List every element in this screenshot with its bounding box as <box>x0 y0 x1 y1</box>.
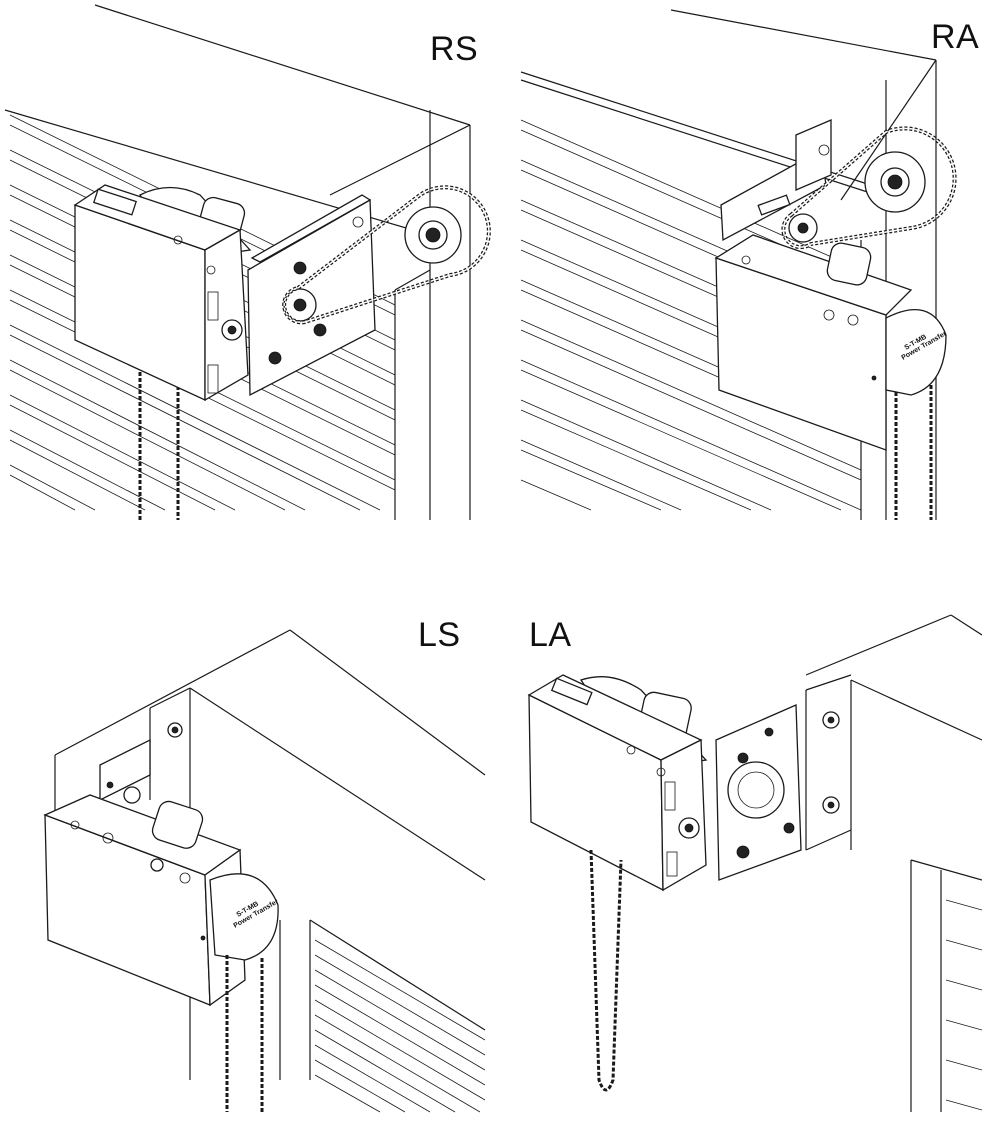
panel-ra: S-T-MB Power Transfer RA <box>491 0 982 560</box>
ra-hand-chain <box>894 385 933 520</box>
rs-chain-drive <box>282 185 491 325</box>
rs-operator <box>73 184 252 402</box>
la-drawing <box>527 614 982 1112</box>
ls-hand-chain <box>225 955 264 1112</box>
ls-operator: S-T-MB Power Transfer <box>43 794 280 1007</box>
panel-code-label: RA <box>931 18 980 56</box>
la-wall-bolts <box>822 711 840 814</box>
panel-ls: S-T-MB Power Transfer LS <box>0 560 491 1120</box>
ra-operator: S-T-MB Power Transfer <box>714 234 948 451</box>
ra-mounting-plate <box>720 119 832 242</box>
la-slats <box>945 899 982 1111</box>
panel-code-label: LS <box>418 616 461 654</box>
ra-drawing: S-T-MB Power Transfer <box>520 9 957 520</box>
ls-bracket <box>99 722 183 804</box>
panel-code-label: LA <box>529 616 572 654</box>
rs-drawing <box>4 4 491 520</box>
la-hand-chain <box>589 849 623 1092</box>
ls-drawing: S-T-MB Power Transfer <box>43 629 486 1113</box>
panel-la: LA <box>491 560 982 1120</box>
la-mounting-plate <box>715 704 802 881</box>
panel-rs: RS <box>0 0 491 560</box>
la-hood <box>805 614 982 1112</box>
la-operator <box>527 674 708 892</box>
rs-hand-chain <box>138 360 180 520</box>
ra-slats <box>520 119 862 511</box>
ls-slats <box>314 939 486 1113</box>
panel-code-label: RS <box>430 30 479 68</box>
ra-chain-drive <box>781 126 957 250</box>
